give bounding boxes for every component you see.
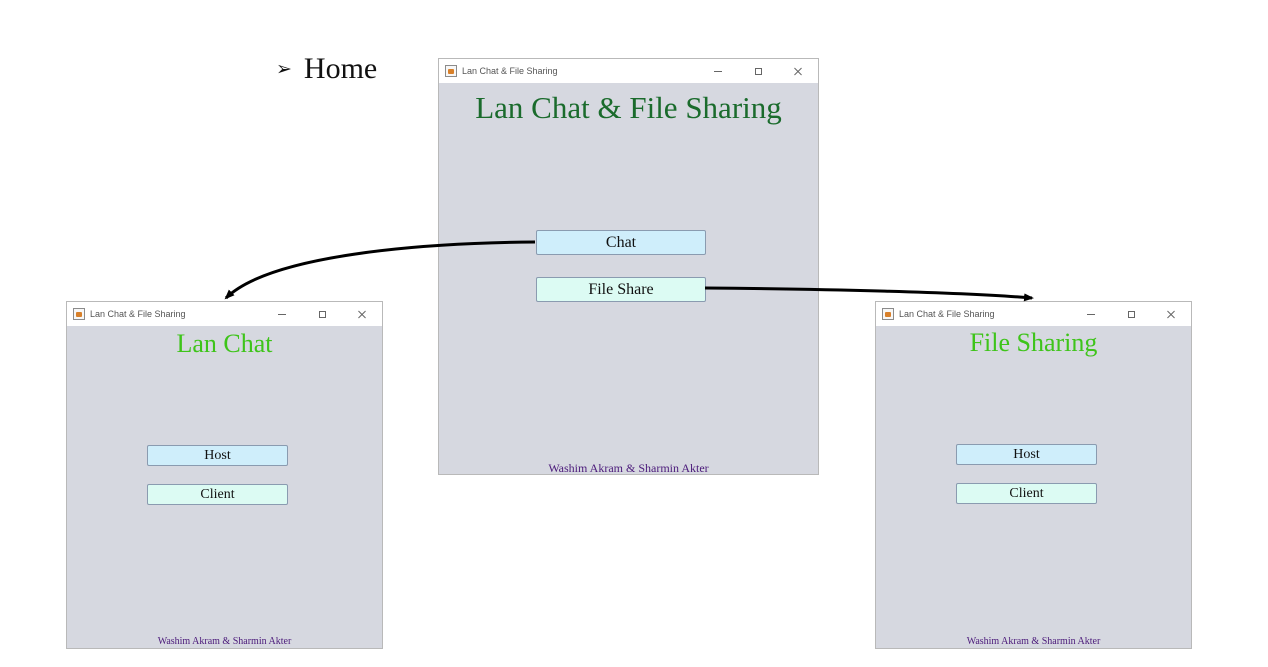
arrow-bullet-icon: ➢: [276, 58, 292, 80]
maximize-icon: [1127, 310, 1135, 318]
file-share-to-file-sharing-arrow: [704, 286, 1034, 302]
chat-to-lan-chat-arrow: [224, 240, 536, 300]
maximize-button[interactable]: [302, 302, 342, 326]
window-controls: [698, 59, 818, 83]
section-heading-text: Home: [303, 52, 378, 85]
app-title: Lan Chat & File Sharing: [475, 90, 782, 125]
minimize-button[interactable]: [698, 59, 738, 83]
java-app-icon: [73, 308, 85, 320]
home-window: Lan Chat & File Sharing Lan Chat & File …: [438, 58, 819, 475]
window-titlebar-text: Lan Chat & File Sharing: [90, 309, 186, 319]
window-titlebar-text: Lan Chat & File Sharing: [899, 309, 995, 319]
minimize-icon: [1087, 313, 1095, 315]
java-app-icon: [445, 65, 457, 77]
credits-footer: Washim Akram & Sharmin Akter: [966, 636, 1101, 647]
client-button[interactable]: Client: [147, 484, 288, 505]
window-titlebar-text: Lan Chat & File Sharing: [462, 66, 558, 76]
minimize-icon: [278, 313, 286, 315]
chat-button[interactable]: Chat: [536, 230, 706, 255]
minimize-button[interactable]: [1071, 302, 1111, 326]
file-sharing-title: File Sharing: [969, 328, 1098, 357]
maximize-icon: [318, 310, 326, 318]
file-sharing-window: Lan Chat & File Sharing File Sharing Hos…: [875, 301, 1192, 649]
window-titlebar[interactable]: Lan Chat & File Sharing: [876, 302, 1191, 326]
java-app-icon: [882, 308, 894, 320]
host-button[interactable]: Host: [147, 445, 288, 466]
client-button[interactable]: Client: [956, 483, 1097, 504]
file-share-button[interactable]: File Share: [536, 277, 706, 302]
window-titlebar[interactable]: Lan Chat & File Sharing: [67, 302, 382, 326]
window-titlebar[interactable]: Lan Chat & File Sharing: [439, 59, 818, 83]
minimize-button[interactable]: [262, 302, 302, 326]
lan-chat-window: Lan Chat & File Sharing Lan Chat Host Cl…: [66, 301, 383, 649]
lan-chat-title: Lan Chat: [176, 329, 273, 358]
section-heading: ➢ Home: [276, 52, 377, 89]
maximize-button[interactable]: [738, 59, 778, 83]
minimize-icon: [714, 70, 722, 72]
window-controls: [1071, 302, 1191, 326]
maximize-icon: [754, 67, 762, 75]
credits-footer: Washim Akram & Sharmin Akter: [157, 636, 292, 647]
maximize-button[interactable]: [1111, 302, 1151, 326]
window-controls: [262, 302, 382, 326]
host-button[interactable]: Host: [956, 444, 1097, 465]
credits-footer: Washim Akram & Sharmin Akter: [548, 461, 709, 475]
